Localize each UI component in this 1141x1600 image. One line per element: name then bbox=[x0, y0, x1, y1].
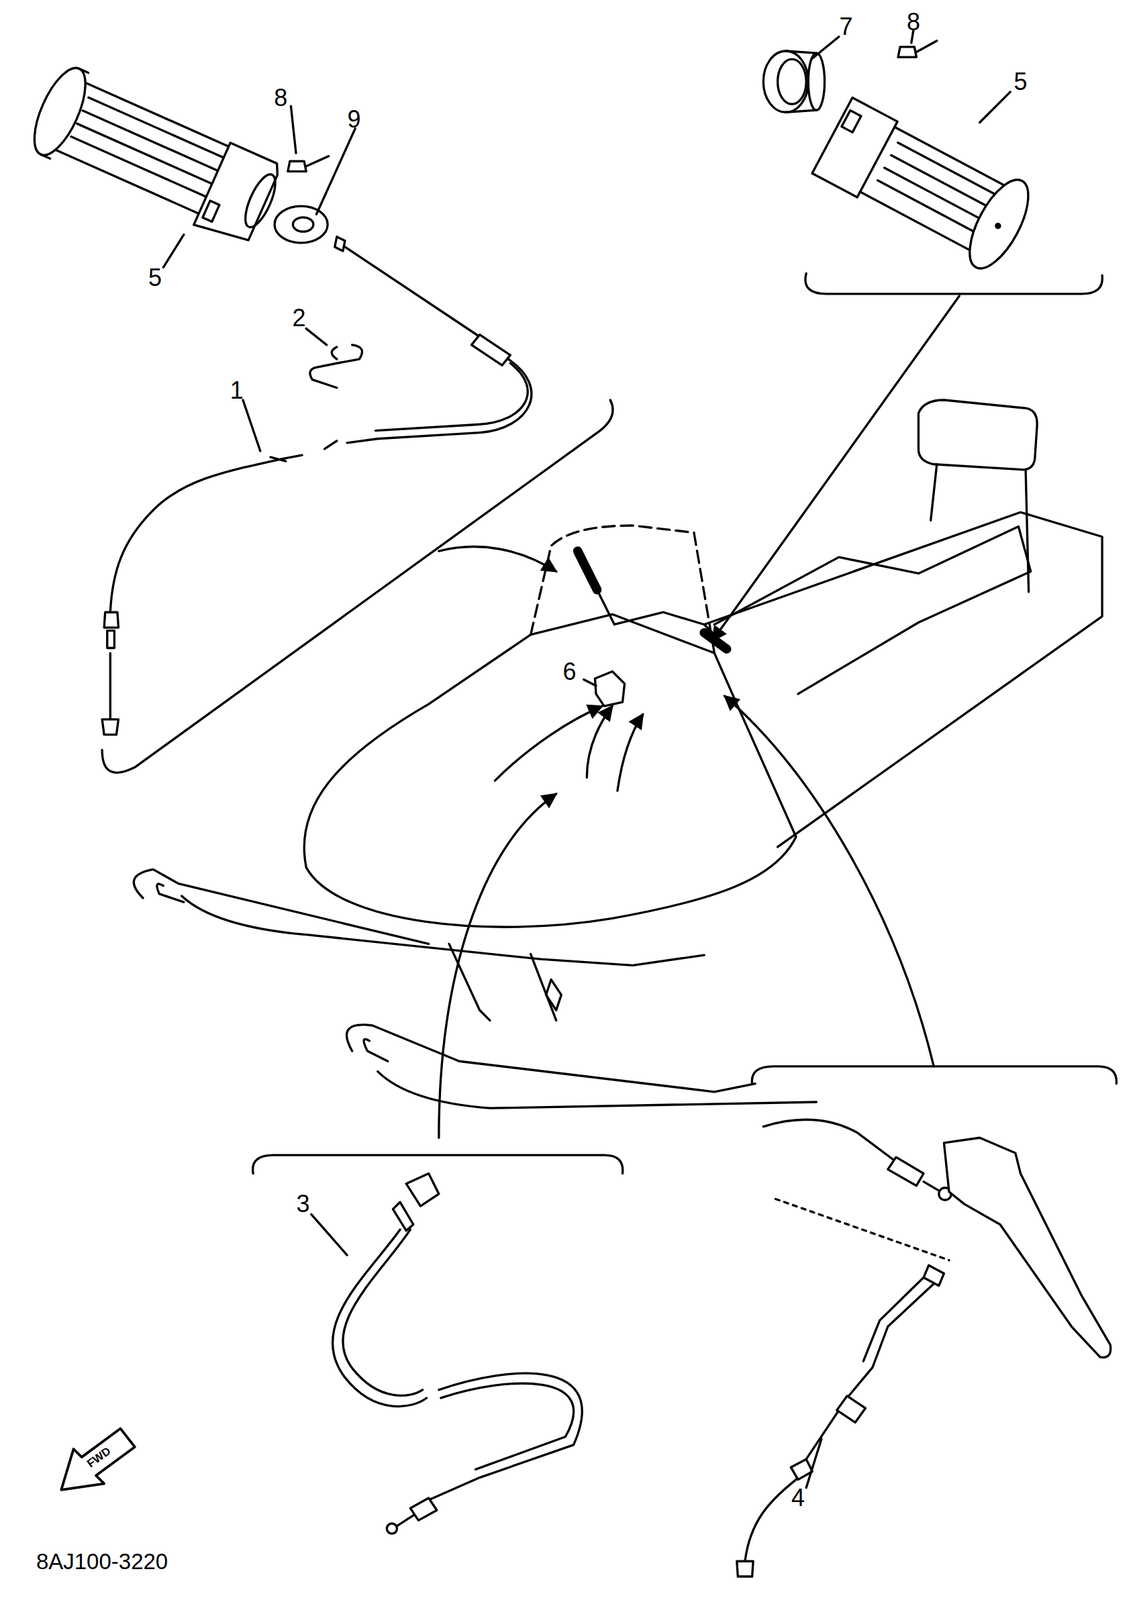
callout-number: 8 bbox=[906, 10, 921, 35]
callout-number: 2 bbox=[292, 306, 307, 331]
callout-number: 1 bbox=[230, 378, 244, 403]
callout-number: 5 bbox=[148, 265, 162, 290]
callout-number: 5 bbox=[1014, 69, 1028, 94]
callout-number: 3 bbox=[296, 1192, 311, 1217]
callout-number: 8 bbox=[273, 85, 288, 111]
figure-code: 8AJ100-3220 bbox=[36, 1550, 168, 1573]
callout-number: 7 bbox=[839, 14, 854, 39]
callout-number: 9 bbox=[347, 107, 362, 132]
callout-number: 4 bbox=[791, 1485, 805, 1511]
callout-number: 6 bbox=[562, 659, 576, 684]
